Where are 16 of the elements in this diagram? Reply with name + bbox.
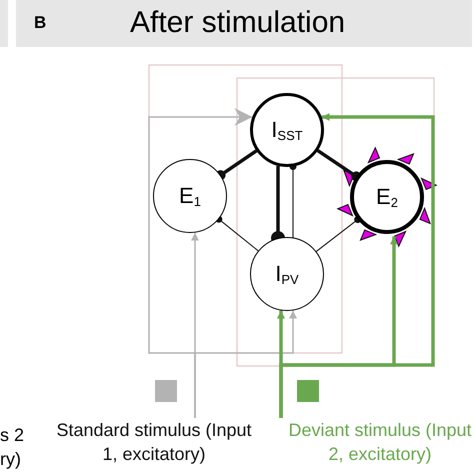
neuron-label: E$_{2}$ [376, 184, 398, 210]
stimulus-label: Deviant stimulus (Input 2, excitatory) [287, 419, 473, 466]
cut-off-text: s 2 [0, 424, 24, 446]
inhibitory-connection [215, 216, 259, 252]
stimulus-label: Standard stimulus (Input 1, excitatory) [55, 419, 253, 466]
inhibitory-connection [216, 149, 258, 180]
inhibitory-connection [316, 149, 362, 182]
neuron-label: I$_{SST}$ [271, 117, 303, 143]
inhibitory-connection [316, 216, 362, 252]
neuron-label: E$_{1}$ [179, 183, 201, 209]
neuron-label: I$_{PV}$ [275, 261, 299, 287]
cut-off-text: ry) [0, 448, 21, 470]
arrow [279, 236, 398, 418]
panel-letter: B [34, 12, 46, 34]
arrow [194, 310, 297, 418]
panel-title: After stimulation [130, 5, 346, 41]
